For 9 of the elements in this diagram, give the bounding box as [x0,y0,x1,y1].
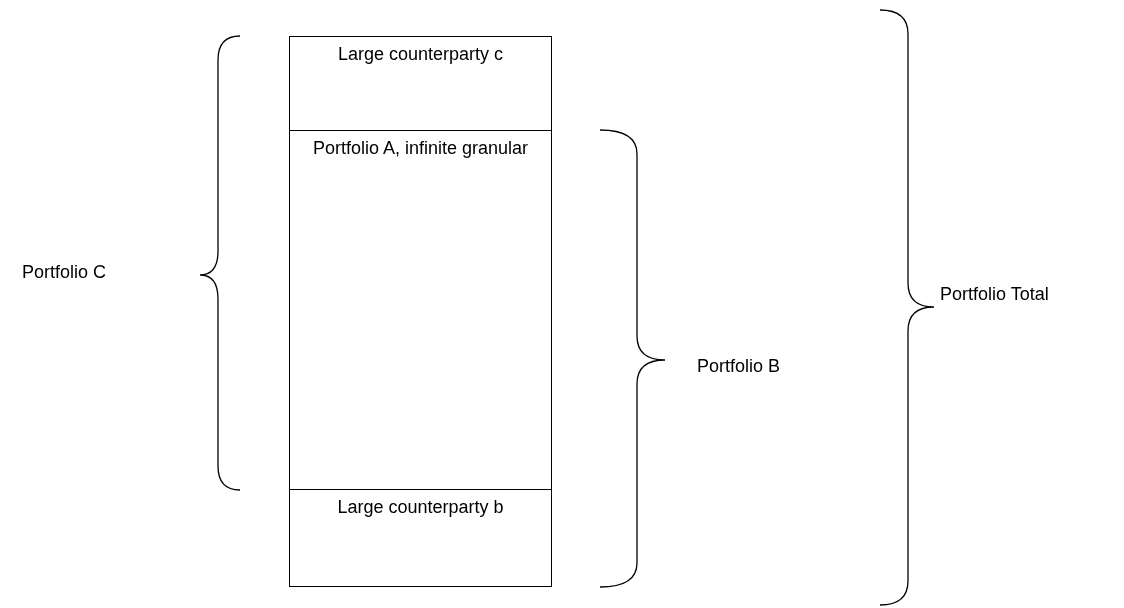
brace-label: Portfolio Total [940,284,1049,306]
portfolio-segment-box [289,130,552,490]
portfolio-segment-box [289,36,552,131]
segment-label: Large counterparty b [337,496,504,519]
segment-label: Large counterparty c [337,43,504,66]
portfolio-segment-box [289,489,552,587]
brace-label: Portfolio C [22,262,107,284]
segment-label: Portfolio A, infinite granular [312,137,529,160]
brace-label: Portfolio B [697,356,781,378]
